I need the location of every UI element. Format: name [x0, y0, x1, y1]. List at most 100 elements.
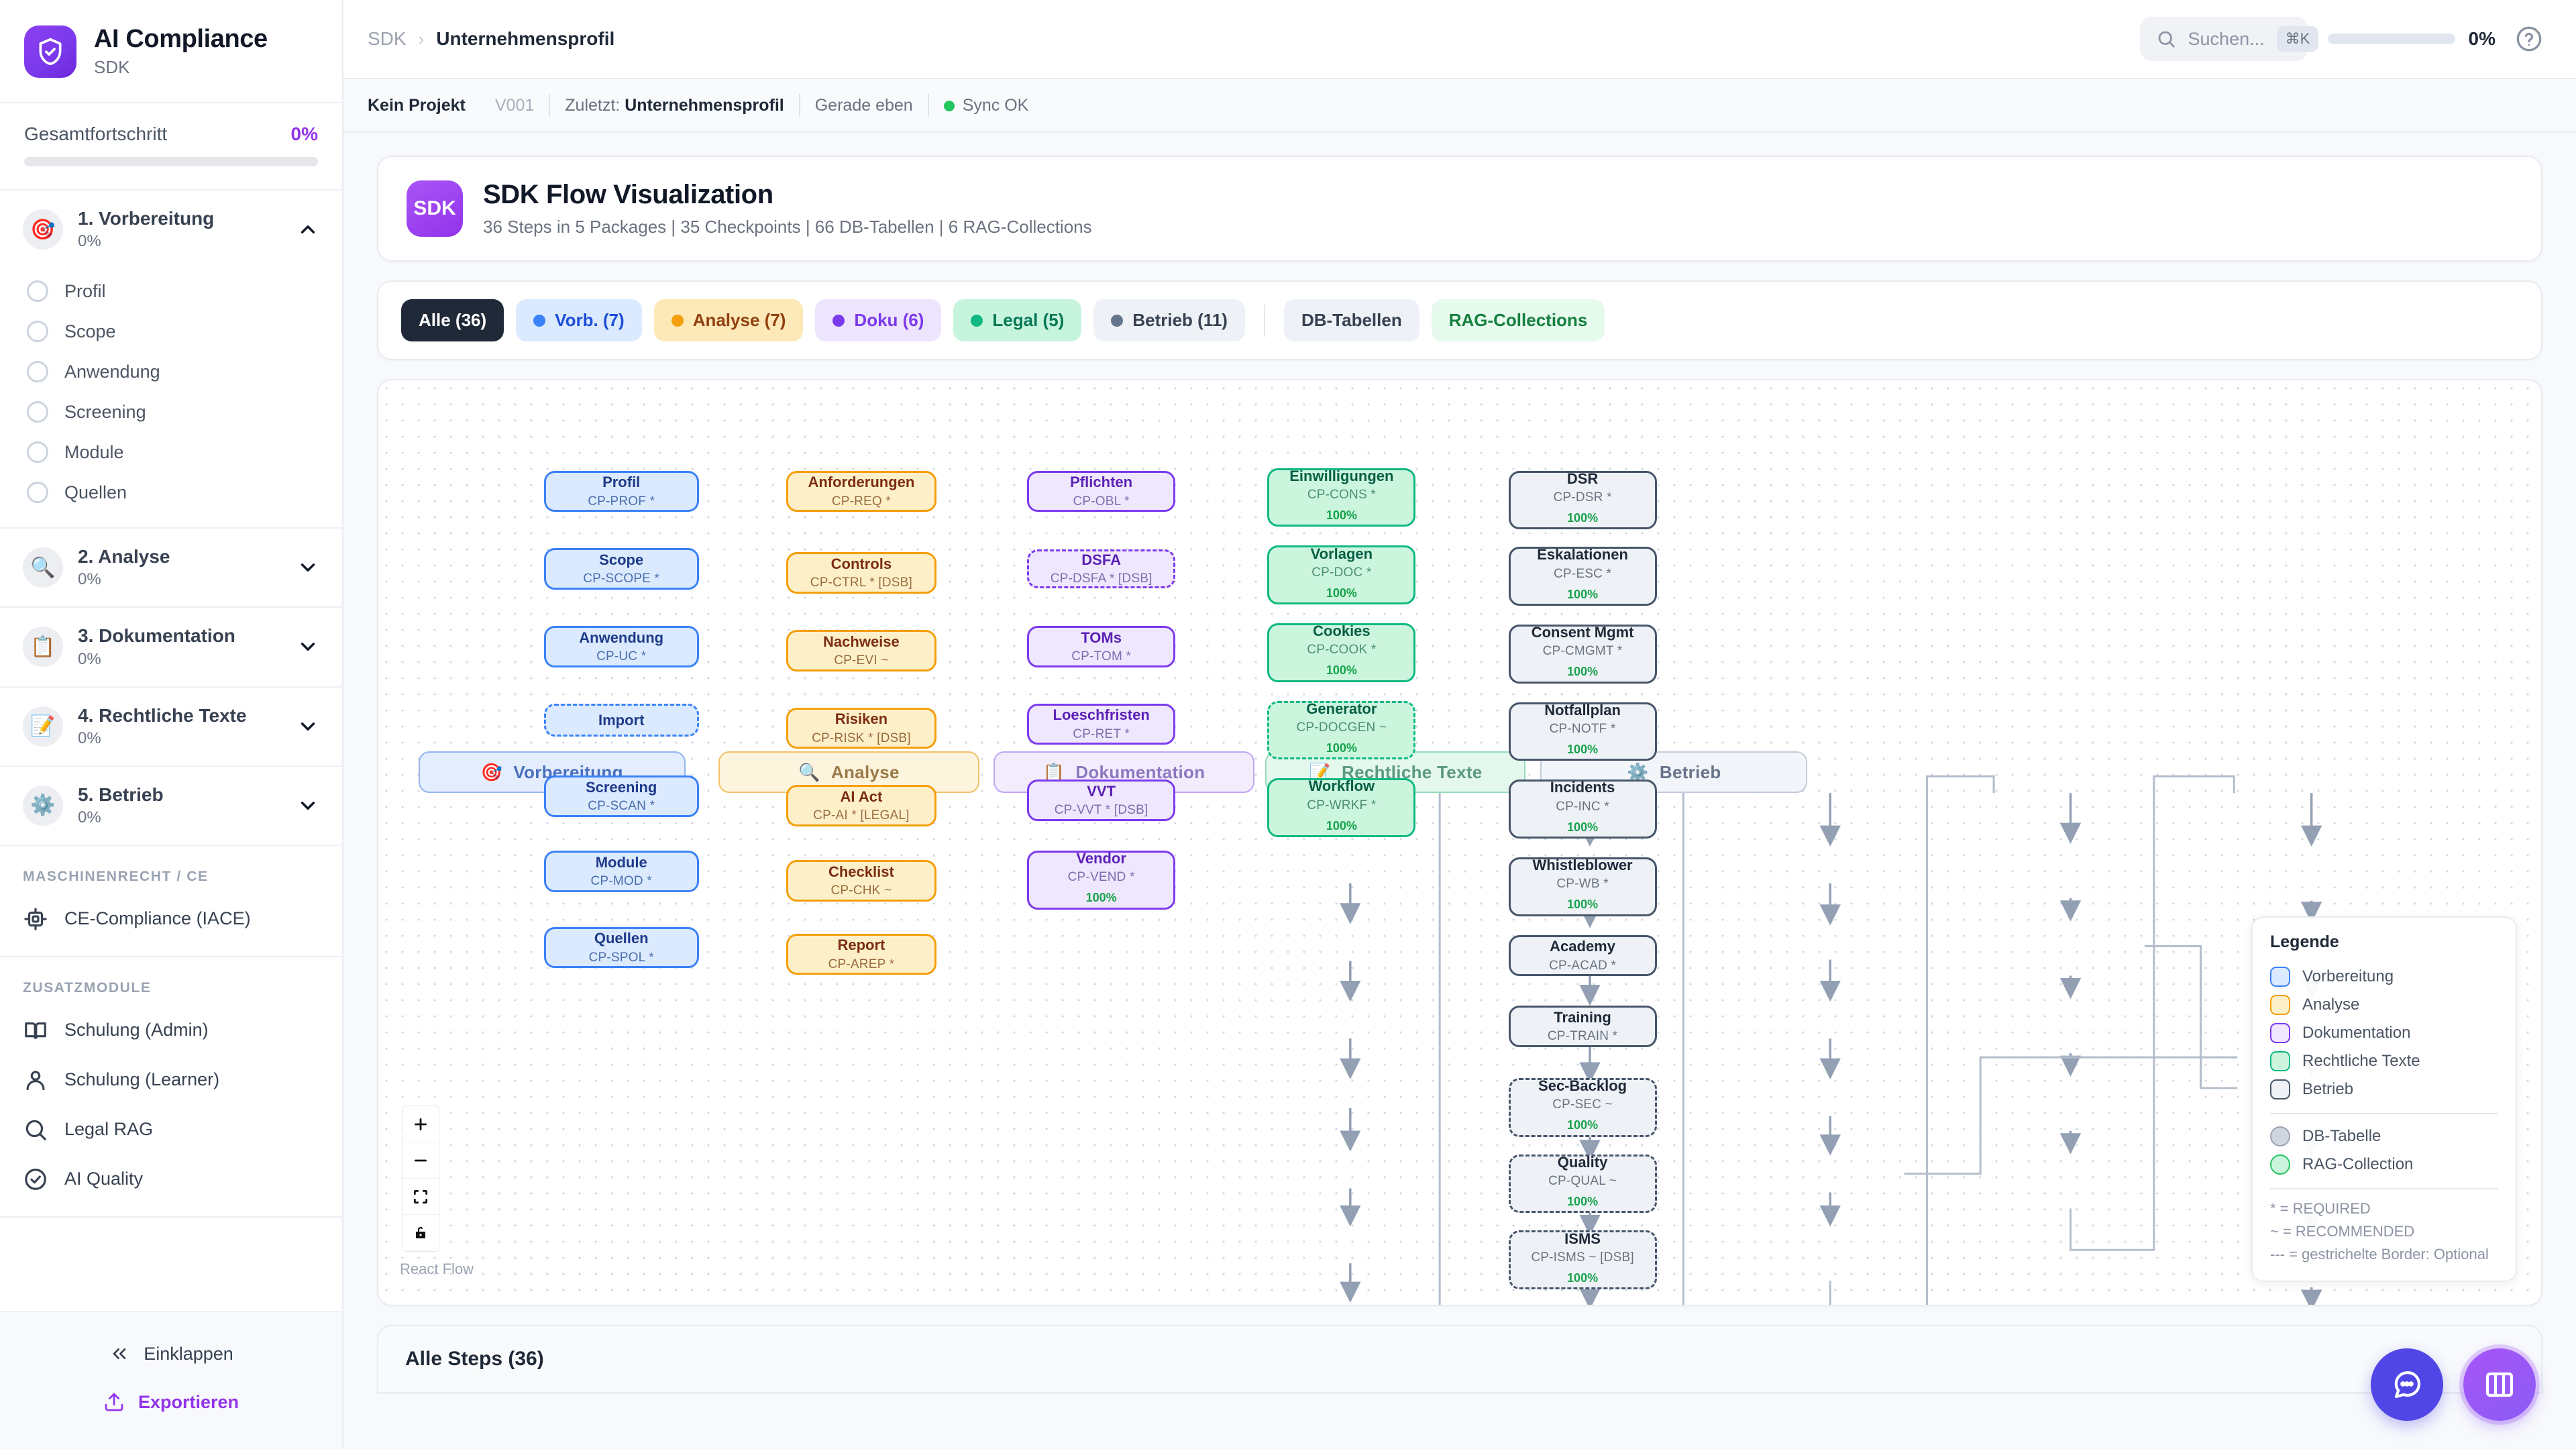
sidebar-item-schulung-admin[interactable]: Schulung (Admin) [0, 1006, 342, 1055]
phase-header-5[interactable]: ⚙️ 5. Betrieb 0% [0, 767, 342, 845]
filter-chip-vorb[interactable]: Vorb. (7) [516, 299, 642, 341]
search-shortcut-badge: ⌘K [2276, 26, 2319, 52]
flow-node-nachweise[interactable]: Nachweise CP-EVI ~ [786, 629, 936, 672]
flow-node-vendor[interactable]: Vendor CP-VEND * 100% [1027, 850, 1176, 910]
node-checkpoint: CP-AI * [LEGAL] [813, 808, 910, 823]
phase-name: 2. Analyse [78, 546, 170, 568]
node-checkpoint: CP-DSR * [1553, 490, 1612, 505]
step-status-radio[interactable] [27, 321, 48, 343]
step-status-radio[interactable] [27, 401, 48, 423]
filter-chip-label: RAG-Collections [1448, 310, 1588, 330]
flow-node-notfallplan[interactable]: Notfallplan CP-NOTF * 100% [1508, 702, 1657, 761]
status-project: Kein Projekt [368, 95, 466, 115]
phase-header-3[interactable]: 📋 3. Dokumentation 0% [0, 608, 342, 686]
legend-swatch [2270, 966, 2290, 987]
filter-chip-betrieb[interactable]: Betrieb (11) [1093, 299, 1245, 341]
flow-node-risiken[interactable]: Risiken CP-RISK * [DSB] [786, 707, 936, 749]
step-status-radio[interactable] [27, 361, 48, 383]
flow-node-training[interactable]: Training CP-TRAIN * [1508, 1006, 1657, 1048]
phase-header-2[interactable]: 🔍 2. Analyse 0% [0, 529, 342, 606]
filter-chip-analyse[interactable]: Analyse (7) [653, 299, 804, 341]
flow-node-quellen[interactable]: Quellen CP-SPOL * [543, 926, 699, 969]
fit-view-button[interactable] [402, 1179, 439, 1215]
flow-node-anwendung[interactable]: Anwendung CP-UC * [543, 625, 699, 667]
step-status-radio[interactable] [27, 280, 48, 303]
flow-node-generator[interactable]: Generator CP-DOCGEN ~ 100% [1267, 700, 1416, 760]
flow-node-eskalationen[interactable]: Eskalationen CP-ESC * 100% [1508, 546, 1657, 606]
flow-node-profil[interactable]: Profil CP-PROF * [543, 470, 699, 513]
filter-chip-alle[interactable]: Alle (36) [401, 299, 504, 341]
filter-chip-legal[interactable]: Legal (5) [953, 299, 1082, 341]
flow-node-quality[interactable]: Quality CP-QUAL ~ 100% [1508, 1154, 1657, 1214]
react-flow-canvas[interactable]: 🎯 Vorbereitung 🔍 Analyse 📋 Dokumentation… [378, 380, 2541, 1305]
node-checkpoint: CP-TOM * [1071, 649, 1132, 663]
sidebar-item-schulung-learner[interactable]: Schulung (Learner) [0, 1055, 342, 1105]
filter-chip-rag-collections[interactable]: RAG-Collections [1431, 299, 1605, 341]
flow-node-checklist[interactable]: Checklist CP-CHK ~ [786, 859, 936, 902]
plus-icon [415, 1118, 427, 1130]
collapse-sidebar-button[interactable]: Einklappen [0, 1330, 342, 1378]
zoom-in-button[interactable] [402, 1106, 439, 1142]
sidebar-item-scope[interactable]: Scope [0, 311, 342, 352]
flow-node-vorlagen[interactable]: Vorlagen CP-DOC * 100% [1267, 545, 1416, 605]
breadcrumb-root[interactable]: SDK [368, 28, 407, 49]
node-checkpoint: CP-ACAD * [1549, 958, 1617, 973]
flow-node-import[interactable]: Import [543, 703, 699, 737]
flow-node-einwilligungen[interactable]: Einwilligungen CP-CONS * 100% [1267, 468, 1416, 527]
flow-node-loeschfristen[interactable]: Loeschfristen CP-RET * [1027, 703, 1176, 745]
sidebar-item-screening[interactable]: Screening [0, 392, 342, 432]
legend-label: RAG-Collection [2302, 1155, 2414, 1173]
flow-node-vvt[interactable]: VVT CP-VVT * [DSB] [1027, 780, 1176, 822]
phase-name: 4. Rechtliche Texte [78, 704, 247, 726]
flow-node-academy[interactable]: Academy CP-ACAD * [1508, 934, 1657, 977]
sidebar-item-legal-rag[interactable]: Legal RAG [0, 1105, 342, 1155]
book-icon [25, 1022, 46, 1039]
search-input[interactable]: Suchen... ⌘K [2139, 17, 2319, 61]
sidebar-item-ce-compliance-iace[interactable]: CE-Compliance (IACE) [0, 894, 342, 944]
sidebar-item-profil[interactable]: Profil [0, 271, 342, 311]
chat-fab-button[interactable] [2371, 1348, 2443, 1421]
sidebar-item-quellen[interactable]: Quellen [0, 472, 342, 513]
phase-group-1: 🎯 1. Vorbereitung 0% Profil Scope Anwend… [0, 191, 342, 529]
flow-node-sec-backlog[interactable]: Sec-Backlog CP-SEC ~ 100% [1508, 1077, 1657, 1137]
flow-node-screening[interactable]: Screening CP-SCAN * [543, 775, 699, 818]
phase-header-4[interactable]: 📝 4. Rechtliche Texte 0% [0, 688, 342, 765]
flow-node-pflichten[interactable]: Pflichten CP-OBL * [1027, 470, 1176, 513]
chat-icon [2394, 1371, 2421, 1399]
help-circle-icon[interactable] [2516, 25, 2542, 52]
flow-node-toms[interactable]: TOMs CP-TOM * [1027, 625, 1176, 667]
step-status-radio[interactable] [27, 441, 48, 464]
flow-node-isms[interactable]: ISMS CP-ISMS ~ [DSB] 100% [1508, 1230, 1657, 1290]
flow-node-ai-act[interactable]: AI Act CP-AI * [LEGAL] [786, 785, 936, 827]
zoom-out-button[interactable] [402, 1142, 439, 1179]
filter-chip-db-tabellen[interactable]: DB-Tabellen [1283, 299, 1419, 341]
flow-node-controls[interactable]: Controls CP-CTRL * [DSB] [786, 552, 936, 594]
legend-label: Rechtliche Texte [2302, 1051, 2420, 1070]
flow-node-report[interactable]: Report CP-AREP * [786, 933, 936, 975]
sidebar-item-ai-quality[interactable]: AI Quality [0, 1155, 342, 1204]
sidebar-item-anwendung[interactable]: Anwendung [0, 352, 342, 392]
flow-node-scope[interactable]: Scope CP-SCOPE * [543, 548, 699, 590]
filter-extra-group: DB-Tabellen RAG-Collections [1283, 299, 1605, 341]
sidebar-item-module[interactable]: Module [0, 432, 342, 472]
status-time: Gerade eben [814, 95, 913, 115]
flow-node-module[interactable]: Module CP-MOD * [543, 850, 699, 892]
flow-node-dsfa[interactable]: DSFA CP-DSFA * [DSB] [1027, 549, 1176, 589]
flow-node-anforderungen[interactable]: Anforderungen CP-REQ * [786, 470, 936, 513]
lock-toggle-button[interactable] [402, 1215, 439, 1251]
phase-header-1[interactable]: 🎯 1. Vorbereitung 0% [0, 191, 342, 268]
filter-chip-doku[interactable]: Doku (6) [815, 299, 942, 341]
node-checkpoint: CP-VEND * [1067, 870, 1135, 885]
flow-node-workflow[interactable]: Workflow CP-WRKF * 100% [1267, 777, 1416, 837]
panel-fab-button[interactable] [2463, 1348, 2536, 1421]
flow-node-dsr[interactable]: DSR CP-DSR * 100% [1508, 470, 1657, 530]
step-status-radio[interactable] [27, 482, 48, 504]
export-button[interactable]: Exportieren [0, 1378, 342, 1426]
flow-node-incidents[interactable]: Incidents CP-INC * 100% [1508, 779, 1657, 839]
flow-node-consent-mgmt[interactable]: Consent Mgmt CP-CMGMT * 100% [1508, 624, 1657, 684]
node-name: Risiken [835, 710, 888, 728]
flow-node-whistleblower[interactable]: Whistleblower CP-WB * 100% [1508, 857, 1657, 916]
node-checkpoint: CP-CMGMT * [1542, 644, 1623, 659]
phase-group-4: 📝 4. Rechtliche Texte 0% [0, 688, 342, 767]
flow-node-cookies[interactable]: Cookies CP-COOK * 100% [1267, 623, 1416, 682]
